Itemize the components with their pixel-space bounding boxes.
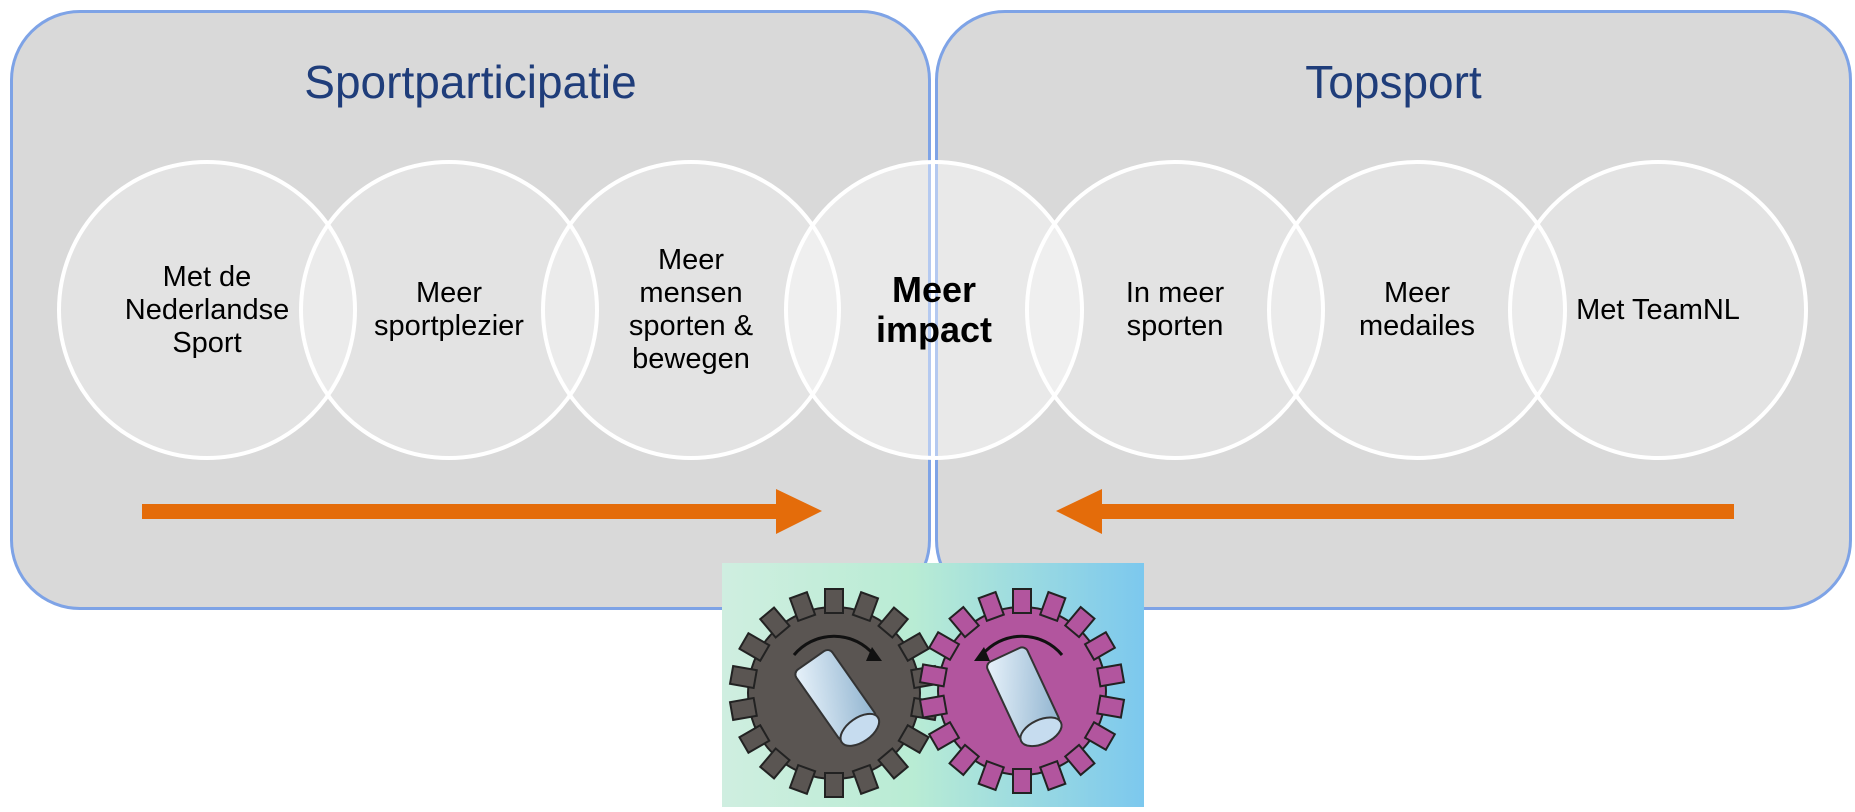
circle-label: Met TeamNL (1576, 293, 1740, 326)
circle-label: Meer sportplezier (374, 277, 524, 342)
circle-label: Meer mensen sporten & bewegen (628, 244, 754, 375)
gears-icon (722, 563, 1144, 807)
circle-label: In meer sporten (1125, 277, 1225, 342)
circle-meer-impact: Meer impact (784, 160, 1084, 460)
topsport-title: Topsport (1305, 56, 1482, 108)
circle-label: Meer impact (875, 269, 993, 350)
sportparticipatie-title: Sportparticipatie (304, 56, 637, 108)
circle-label: Met de Nederlandse Sport (124, 260, 290, 359)
circle-label: Meer medailes (1358, 277, 1476, 342)
gears-image (722, 563, 1144, 807)
circle-met-teamnl: Met TeamNL (1508, 160, 1808, 460)
